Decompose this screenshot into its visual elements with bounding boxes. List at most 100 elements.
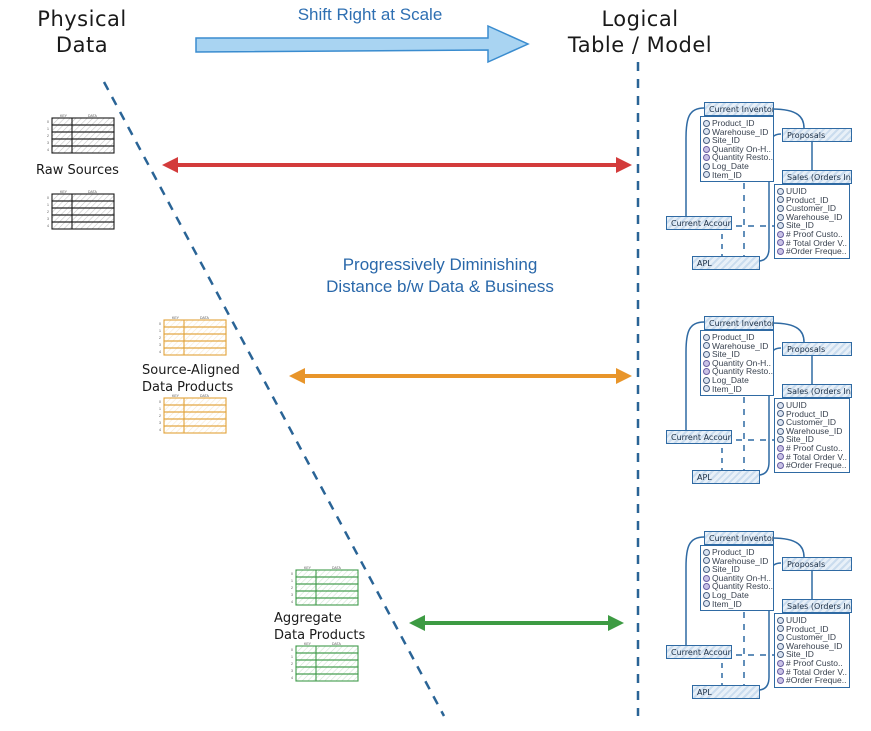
key-field-icon [703, 565, 710, 573]
table-row [163, 397, 227, 406]
table-row [51, 193, 115, 202]
table-row [163, 347, 227, 356]
row-key: 2 [291, 662, 293, 666]
source-aligned-label: Source-Aligned Data Products [142, 362, 240, 396]
key-field-icon [777, 196, 784, 204]
er-field: Site_ID [777, 221, 847, 230]
current-inventory-entity: Current Inventory [704, 316, 774, 330]
er-field: Quantity On-H.. [703, 145, 771, 154]
title-line: Logical [601, 7, 679, 31]
er-field-name: Warehouse_ID [786, 211, 843, 222]
apl-entity: APL [692, 685, 760, 699]
key-field-icon [777, 427, 784, 435]
table-header-key: KEY [172, 394, 180, 398]
table-row [163, 326, 227, 335]
measure-icon [777, 247, 784, 255]
key-field-icon [703, 548, 710, 556]
row-key: 0 [47, 120, 49, 124]
er-field-name: Warehouse_ID [786, 640, 843, 651]
key-field-icon [703, 385, 710, 393]
row-key: 0 [291, 572, 293, 576]
er-field: Product_ID [777, 195, 847, 205]
er-field: Site_ID [777, 435, 847, 444]
er-field: Item_ID [703, 169, 771, 180]
row-key: 2 [159, 414, 161, 418]
proposals-entity: Proposals [782, 342, 852, 356]
er-field-name: Product_ID [712, 118, 755, 128]
measure-icon [703, 368, 710, 376]
row-key: 4 [291, 600, 293, 604]
er-field-name: Product_ID [786, 408, 829, 419]
source-aligned-distance-arrow [289, 368, 632, 384]
er-field: Warehouse_ID [703, 127, 771, 137]
key-field-icon [703, 119, 710, 127]
er-field-name: Quantity On-H.. [712, 357, 772, 368]
er-field: Log_Date [703, 376, 771, 385]
er-field: Quantity On-H.. [703, 359, 771, 368]
er-field: Warehouse_ID [777, 213, 847, 222]
er-field: Log_Date [703, 162, 771, 171]
note-line: Progressively Diminishing [342, 255, 538, 274]
key-field-icon [703, 171, 710, 179]
er-field-name: # Proof Custo.. [786, 228, 843, 239]
measure-icon [777, 659, 784, 667]
er-field-name: Log_Date [712, 160, 749, 171]
er-field: Product_ID [777, 408, 847, 419]
table-row [163, 411, 227, 420]
label-line: Data Products [274, 628, 366, 643]
er-connectors [685, 321, 813, 476]
row-key: 0 [159, 400, 161, 404]
title-line: Table / Model [567, 33, 713, 57]
er-field-name: Quantity On-H.. [712, 572, 772, 583]
er-field-name: #Order Freque.. [786, 460, 847, 471]
row-key: 3 [291, 593, 293, 597]
row-key: 4 [291, 676, 293, 680]
key-field-icon [777, 633, 784, 641]
er-field: # Proof Custo.. [777, 659, 847, 668]
title-line: Data [55, 33, 109, 57]
apl-entity: APL [692, 256, 760, 270]
er-field-name: #Order Freque.. [786, 675, 847, 686]
er-field-name: Quantity Resto.. [712, 366, 773, 377]
shift-right-arrow [195, 24, 530, 64]
er-field: # Proof Custo.. [777, 230, 847, 239]
label-line: Raw Sources [36, 163, 119, 178]
key-field-icon [777, 642, 784, 650]
table-row [51, 221, 115, 230]
row-key: 4 [47, 148, 49, 152]
aggregate-label: Aggregate Data Products [274, 610, 365, 644]
er-field: Site_ID [777, 650, 847, 659]
table-row [51, 117, 115, 126]
key-field-icon [777, 213, 784, 221]
er-field-name: Site_ID [786, 434, 814, 445]
row-key: 1 [159, 407, 161, 411]
measure-icon [777, 676, 784, 684]
er-field-name: Customer_ID [786, 632, 837, 643]
title-line: Physical [37, 7, 127, 31]
key-field-icon [703, 136, 710, 144]
measure-icon [777, 230, 784, 238]
table-row [51, 131, 115, 140]
table-header-key: KEY [304, 566, 312, 570]
row-key: 1 [291, 655, 293, 659]
apl-entity: APL [692, 470, 760, 484]
er-field-name: Site_ID [786, 220, 814, 231]
er-field-name: Customer_ID [786, 417, 837, 428]
er-field: Product_ID [777, 624, 847, 634]
er-field-name: Site_ID [786, 649, 814, 660]
er-field: UUID [777, 616, 847, 625]
row-key: 3 [291, 669, 293, 673]
key-field-icon [703, 350, 710, 358]
diagonal-divider-line [102, 81, 446, 717]
row-key: 0 [47, 196, 49, 200]
er-field-name: Item_ID [712, 169, 742, 180]
proposals-entity: Proposals [782, 557, 852, 571]
row-key: 3 [47, 141, 49, 145]
